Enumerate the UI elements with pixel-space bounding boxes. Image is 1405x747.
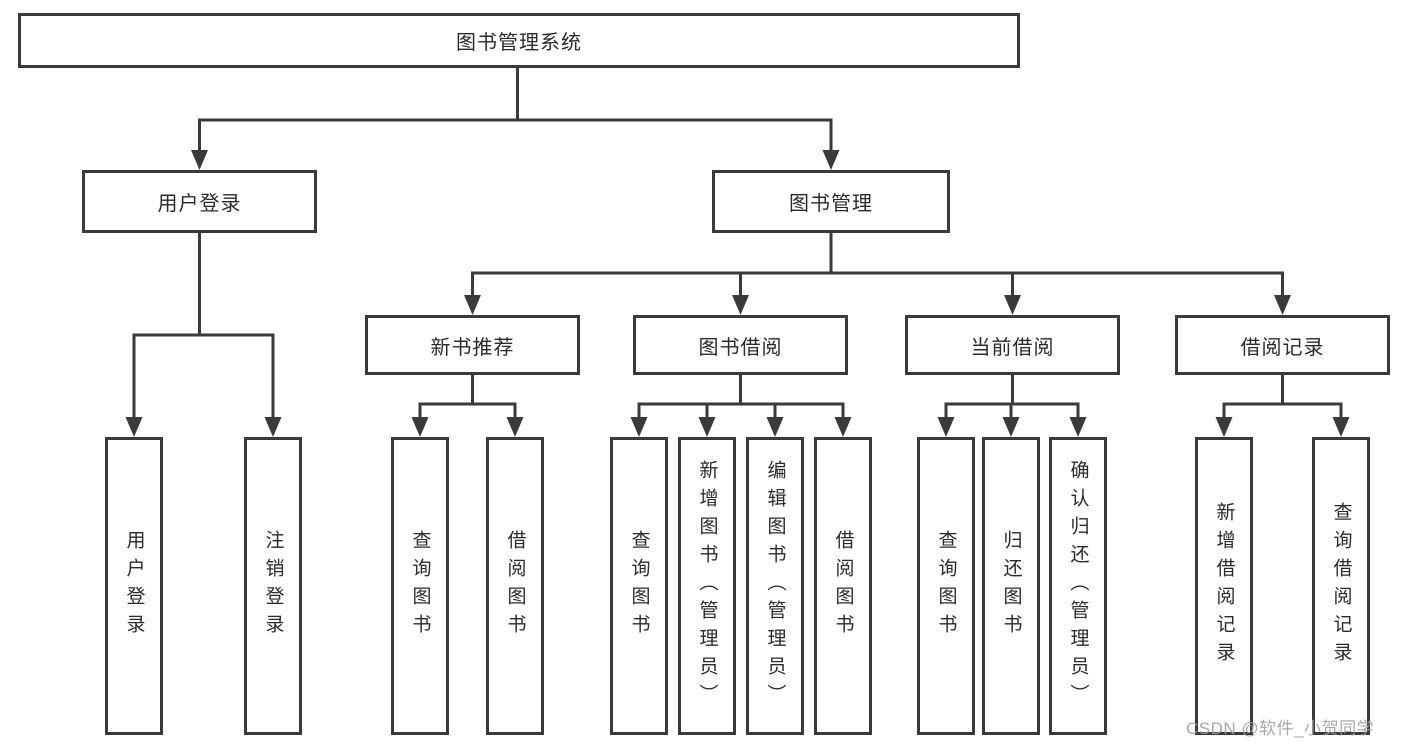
- node-book-borrowing: 图书借阅: [633, 315, 848, 375]
- leaf-logout-label: 注销登录: [262, 530, 284, 642]
- leaf-borrowing-query-books: 查询图书: [610, 437, 668, 735]
- leaf-recommend-query-books: 查询图书: [391, 437, 449, 735]
- node-book-management-label: 图书管理: [789, 193, 873, 215]
- node-user-login-label: 用户登录: [157, 193, 242, 215]
- csdn-watermark: CSDN @软件_小贺同学: [1186, 719, 1375, 738]
- node-current-borrowing: 当前借阅: [905, 315, 1120, 375]
- leaf-current-return-books-label: 归还图书: [1000, 530, 1022, 642]
- node-book-borrowing-label: 图书借阅: [698, 336, 783, 359]
- leaf-logout: 注销登录: [244, 437, 302, 735]
- leaf-user-login-label: 用户登录: [123, 530, 145, 642]
- leaf-recommend-query-books-label: 查询图书: [409, 530, 431, 642]
- leaf-borrowing-edit-books-admin: 编辑图书（管理员）: [746, 437, 804, 735]
- node-new-book-recommend-label: 新书推荐: [430, 336, 515, 359]
- leaf-current-confirm-return-admin-label: 确认归还（管理员）: [1067, 460, 1089, 712]
- leaf-user-login: 用户登录: [105, 437, 163, 735]
- node-current-borrowing-label: 当前借阅: [970, 336, 1055, 359]
- leaf-current-return-books: 归还图书: [982, 437, 1040, 735]
- leaf-current-confirm-return-admin: 确认归还（管理员）: [1049, 437, 1107, 735]
- leaf-records-query-record-label: 查询借阅记录: [1330, 502, 1352, 670]
- leaf-borrowing-borrow-books: 借阅图书: [814, 437, 872, 735]
- leaf-records-add-record-label: 新增借阅记录: [1213, 502, 1235, 670]
- leaf-current-query-books-label: 查询图书: [935, 530, 957, 642]
- leaf-recommend-borrow-books: 借阅图书: [486, 437, 544, 735]
- leaf-borrowing-edit-books-admin-label: 编辑图书（管理员）: [764, 460, 786, 712]
- leaf-recommend-borrow-books-label: 借阅图书: [504, 530, 526, 642]
- node-new-book-recommend: 新书推荐: [365, 315, 580, 375]
- node-borrowing-records: 借阅记录: [1175, 315, 1390, 375]
- node-borrowing-records-label: 借阅记录: [1240, 336, 1325, 359]
- node-root-system: 图书管理系统: [18, 13, 1020, 68]
- leaf-borrowing-add-books-admin-label: 新增图书（管理员）: [696, 460, 718, 712]
- leaf-current-query-books: 查询图书: [917, 437, 975, 735]
- node-book-management: 图书管理: [712, 170, 950, 233]
- leaf-records-add-record: 新增借阅记录: [1195, 437, 1253, 735]
- leaf-borrowing-borrow-books-label: 借阅图书: [832, 530, 854, 642]
- node-user-login: 用户登录: [82, 170, 317, 233]
- node-root-label: 图书管理系统: [456, 32, 582, 54]
- leaf-borrowing-add-books-admin: 新增图书（管理员）: [678, 437, 736, 735]
- leaf-borrowing-query-books-label: 查询图书: [628, 530, 650, 642]
- leaf-records-query-record: 查询借阅记录: [1312, 437, 1370, 735]
